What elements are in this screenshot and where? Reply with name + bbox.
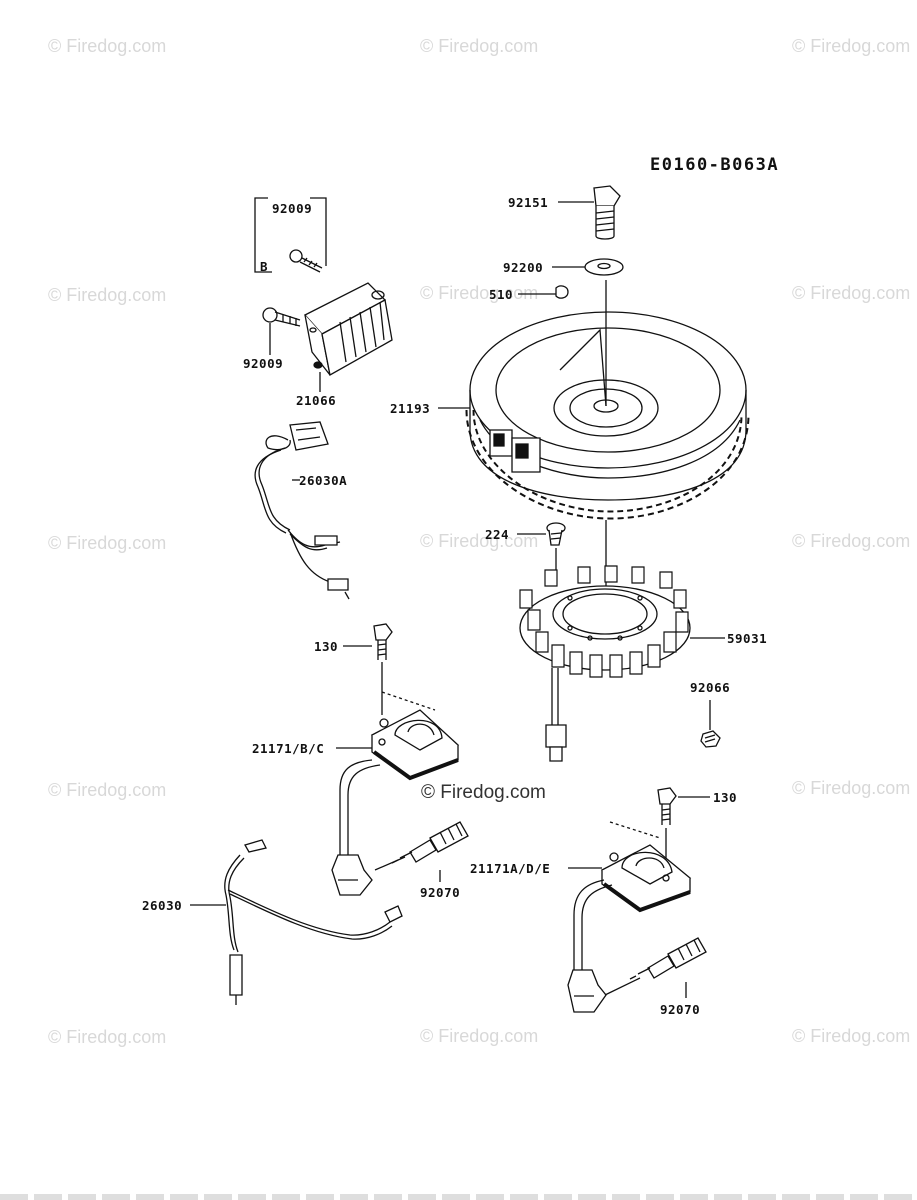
watermark: © Firedog.com	[420, 283, 539, 303]
spark-plug-92070-right[interactable]	[630, 938, 706, 979]
part-label-224[interactable]: 224	[485, 527, 510, 542]
harness-26030A[interactable]	[255, 422, 349, 599]
nut-92066[interactable]	[701, 731, 720, 747]
stator-59031[interactable]	[520, 566, 690, 761]
regulator-21066[interactable]	[305, 283, 392, 375]
watermark: © Firedog.com	[792, 36, 911, 56]
part-label-510[interactable]: 510	[489, 287, 514, 302]
part-label-21171BC[interactable]: 21171/B/C	[252, 741, 325, 756]
bolt-130-left[interactable]	[374, 624, 392, 660]
watermark: © Firedog.com	[420, 36, 539, 56]
screw-224[interactable]	[547, 523, 565, 545]
part-label-92066[interactable]: 92066	[690, 680, 731, 695]
ignition-coil-left[interactable]	[332, 710, 458, 895]
screw-92009-bottom[interactable]	[263, 308, 300, 326]
bolt-130-right[interactable]	[658, 788, 676, 825]
washer-92200[interactable]	[585, 259, 623, 275]
spark-plug-92070-left[interactable]	[392, 822, 468, 863]
part-label-130-left[interactable]: 130	[314, 639, 339, 654]
watermark-center: © Firedog.com	[421, 782, 546, 803]
watermark: © Firedog.com	[48, 780, 167, 800]
watermark: © Firedog.com	[48, 285, 167, 305]
watermark: © Firedog.com	[48, 1027, 167, 1047]
bottom-strip	[0, 1194, 917, 1200]
part-label-21171ADE[interactable]: 21171A/D/E	[470, 861, 551, 876]
regulator-bracket	[255, 198, 326, 272]
watermark: © Firedog.com	[420, 531, 539, 551]
part-label-21066[interactable]: 21066	[296, 393, 337, 408]
screw-92009-top[interactable]	[290, 250, 322, 272]
bolt-92151[interactable]	[594, 186, 620, 239]
part-label-26030A[interactable]: 26030A	[299, 473, 348, 488]
flywheel-21193[interactable]	[470, 312, 746, 515]
watermark: © Firedog.com	[48, 36, 167, 56]
diagram-code: E0160-B063A	[650, 155, 780, 175]
part-label-26030[interactable]: 26030	[142, 898, 183, 913]
watermark: © Firedog.com	[792, 778, 911, 798]
watermark: © Firedog.com	[420, 1026, 539, 1046]
watermark: © Firedog.com	[792, 283, 911, 303]
part-label-92151[interactable]: 92151	[508, 195, 549, 210]
watermark: © Firedog.com	[792, 531, 911, 551]
harness-26030[interactable]	[225, 840, 402, 1005]
part-label-92009-top[interactable]: 92009	[272, 201, 313, 216]
part-label-21193[interactable]: 21193	[390, 401, 431, 416]
watermark: © Firedog.com	[792, 1026, 911, 1046]
key-510[interactable]	[556, 286, 568, 298]
part-label-92070-right[interactable]: 92070	[660, 1002, 701, 1017]
watermark: © Firedog.com	[48, 533, 167, 553]
part-label-59031[interactable]: 59031	[727, 631, 768, 646]
part-label-92070-left[interactable]: 92070	[420, 885, 461, 900]
part-label-130-right[interactable]: 130	[713, 790, 738, 805]
part-label-92200[interactable]: 92200	[503, 260, 544, 275]
group-label-b: B	[260, 259, 269, 274]
ignition-coil-right[interactable]	[568, 845, 690, 1012]
part-label-92009-bottom[interactable]: 92009	[243, 356, 284, 371]
